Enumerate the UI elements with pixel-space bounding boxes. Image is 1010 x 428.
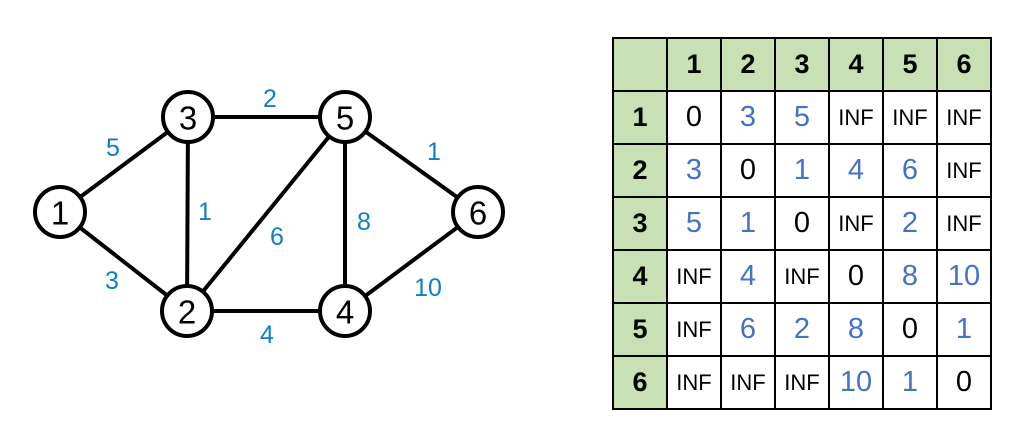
matrix-cell-2-1: 3 [666,143,722,198]
node-circle-4 [318,284,372,338]
edge-5-6 [364,129,459,200]
node-circle-5 [318,90,372,144]
edge-3-2 [185,141,190,287]
matrix-cell-5-2: 6 [720,302,776,357]
edges-group [78,115,460,313]
matrix-cell-6-4: 10 [828,355,884,410]
edge-weight-label-2-5: 6 [270,223,284,251]
matrix-col-header-3: 3 [774,37,830,92]
node-label-6: 6 [469,195,487,232]
matrix-row-header-2: 2 [612,143,668,198]
matrix-cell-3-1: 5 [666,196,722,251]
graph-node-4[interactable]: 4 [318,284,372,338]
matrix-cell-3-4: INF [828,196,884,251]
nodes-group: 1 2 3 4 5 6 [33,90,505,338]
matrix-col-header-6: 6 [936,37,992,92]
edge-weights-group: 5 3 2 1 6 4 8 1 10 [105,85,442,349]
edge-weight-label-5-4: 8 [357,208,371,236]
matrix-cell-1-3: 5 [774,90,830,145]
matrix-cell-4-3: INF [774,249,830,304]
matrix-col-header-5: 5 [882,37,938,92]
matrix-cell-6-5: 1 [882,355,938,410]
graph-node-5[interactable]: 5 [318,90,372,144]
matrix-corner-cell [612,37,668,92]
matrix-cell-1-2: 3 [720,90,776,145]
edge-weight-label-3-5: 2 [263,85,277,113]
graph-node-1[interactable]: 1 [33,185,87,239]
matrix-cell-2-3: 1 [774,143,830,198]
matrix-cell-6-6: 0 [936,355,992,410]
graph-node-6[interactable]: 6 [451,185,505,239]
matrix-cell-6-1: INF [666,355,722,410]
matrix-cell-1-4: INF [828,90,884,145]
matrix-col-header-4: 4 [828,37,884,92]
matrix-cell-4-1: INF [666,249,722,304]
node-circle-1 [33,185,87,239]
matrix-row-header-5: 5 [612,302,668,357]
matrix-cell-4-6: 10 [936,249,992,304]
node-circle-3 [161,90,215,144]
graph-node-2[interactable]: 2 [160,284,214,338]
matrix-cell-5-1: INF [666,302,722,357]
node-label-1: 1 [51,195,69,232]
matrix-cell-1-6: INF [936,90,992,145]
matrix-cell-4-4: 0 [828,249,884,304]
edge-weight-label-3-2: 1 [198,198,212,226]
matrix-cell-6-3: INF [774,355,830,410]
node-circle-6 [451,185,505,239]
matrix-cell-3-3: 0 [774,196,830,251]
node-label-5: 5 [336,100,354,137]
edge-1-3 [78,130,170,199]
matrix-cell-5-6: 1 [936,302,992,357]
graph-panel: 1 2 3 4 5 6 5 3 2 1 6 4 8 1 10 [33,85,505,349]
edge-1-2 [78,225,169,298]
matrix-cell-4-2: 4 [720,249,776,304]
matrix-cell-4-5: 8 [882,249,938,304]
matrix-col-header-1: 1 [666,37,722,92]
matrix-cell-5-4: 8 [828,302,884,357]
edge-weight-label-4-6: 10 [414,274,442,302]
matrix-cell-2-2: 0 [720,143,776,198]
node-label-3: 3 [179,100,197,137]
graph-diagram: 1 2 3 4 5 6 5 3 2 1 6 4 8 1 10 [33,85,505,349]
matrix-cell-5-5: 0 [882,302,938,357]
matrix-row-header-6: 6 [612,355,668,410]
matrix-cell-2-4: 4 [828,143,884,198]
matrix-cell-3-6: INF [936,196,992,251]
edge-weight-label-1-3: 5 [106,134,120,162]
matrix-cell-6-2: INF [720,355,776,410]
matrix-row-header-4: 4 [612,249,668,304]
matrix-cell-1-1: 0 [666,90,722,145]
matrix-cell-3-2: 1 [720,196,776,251]
matrix-row-header-3: 3 [612,196,668,251]
edge-weight-label-2-4: 4 [260,321,274,349]
node-circle-2 [160,284,214,338]
matrix-cell-2-6: INF [936,143,992,198]
edge-4-6 [363,225,460,298]
matrix-cell-5-3: 2 [774,302,830,357]
matrix-cell-2-5: 6 [882,143,938,198]
edge-weight-label-1-2: 3 [105,267,119,295]
edge-2-5 [201,135,331,293]
matrix-cell-1-5: INF [882,90,938,145]
edge-weight-label-5-6: 1 [427,138,441,166]
matrix-cell-3-5: 2 [882,196,938,251]
matrix-row-header-1: 1 [612,90,668,145]
node-label-2: 2 [178,294,196,331]
graph-node-3[interactable]: 3 [161,90,215,144]
node-label-4: 4 [336,294,354,331]
matrix-col-header-2: 2 [720,37,776,92]
